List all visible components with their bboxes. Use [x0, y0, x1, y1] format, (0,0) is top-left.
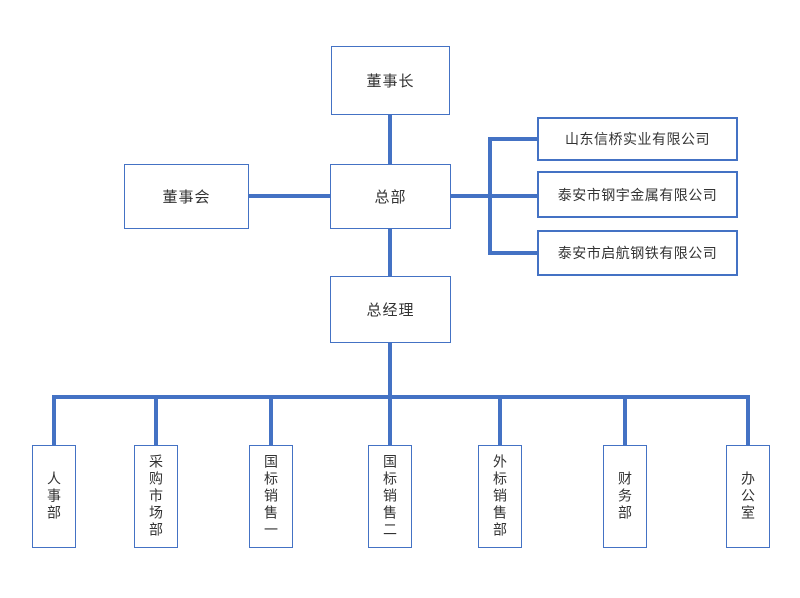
node-chairman-label: 董事长: [366, 73, 415, 90]
node-chairman: 董事长: [331, 46, 450, 115]
connector-drop-dept-1: [52, 397, 56, 445]
connector-hq-companies: [451, 194, 537, 198]
node-dept-gb-sales-2: 国标销售二: [368, 445, 412, 548]
node-dept-gb-sales-1-label: 国标销售一: [263, 454, 279, 539]
connector-hq-gm: [388, 229, 392, 277]
connector-department-bus: [52, 395, 750, 399]
connector-drop-dept-4: [388, 397, 392, 445]
connector-drop-dept-6: [623, 397, 627, 445]
node-dept-hr-label: 人事部: [46, 471, 62, 522]
connector-companies-spine: [488, 137, 492, 255]
connector-branch-company-1: [490, 137, 537, 141]
connector-branch-company-3: [490, 251, 537, 255]
node-dept-gb-sales-2-label: 国标销售二: [382, 454, 398, 539]
node-dept-external-sales: 外标销售部: [478, 445, 522, 548]
node-company-1-label: 山东信桥实业有限公司: [565, 131, 710, 147]
node-general-manager-label: 总经理: [366, 302, 415, 319]
node-dept-gb-sales-1: 国标销售一: [249, 445, 293, 548]
node-company-3: 泰安市启航钢铁有限公司: [537, 230, 738, 276]
node-company-2-label: 泰安市钢宇金属有限公司: [557, 186, 718, 203]
node-company-1: 山东信桥实业有限公司: [537, 117, 738, 161]
node-dept-hr: 人事部: [32, 445, 76, 548]
node-dept-office-label: 办公室: [740, 471, 756, 522]
connector-gm-bus: [388, 343, 392, 397]
node-dept-purchasing-market-label: 采购市场部: [148, 454, 164, 539]
node-headquarters-label: 总部: [374, 189, 407, 206]
node-headquarters: 总部: [330, 164, 451, 229]
connector-drop-dept-3: [269, 397, 273, 445]
node-dept-finance: 财务部: [603, 445, 647, 548]
node-dept-purchasing-market: 采购市场部: [134, 445, 178, 548]
connector-drop-dept-7: [746, 397, 750, 445]
node-board-label: 董事会: [162, 189, 211, 206]
connector-chairman-hq: [388, 115, 392, 165]
node-dept-office: 办公室: [726, 445, 770, 548]
connector-drop-dept-2: [154, 397, 158, 445]
node-company-3-label: 泰安市启航钢铁有限公司: [557, 245, 718, 261]
node-general-manager: 总经理: [330, 276, 451, 343]
node-dept-finance-label: 财务部: [617, 471, 633, 522]
node-board: 董事会: [124, 164, 249, 229]
connector-board-hq: [249, 194, 330, 198]
node-dept-external-sales-label: 外标销售部: [492, 454, 508, 539]
connector-drop-dept-5: [498, 397, 502, 445]
node-company-2: 泰安市钢宇金属有限公司: [537, 171, 738, 218]
